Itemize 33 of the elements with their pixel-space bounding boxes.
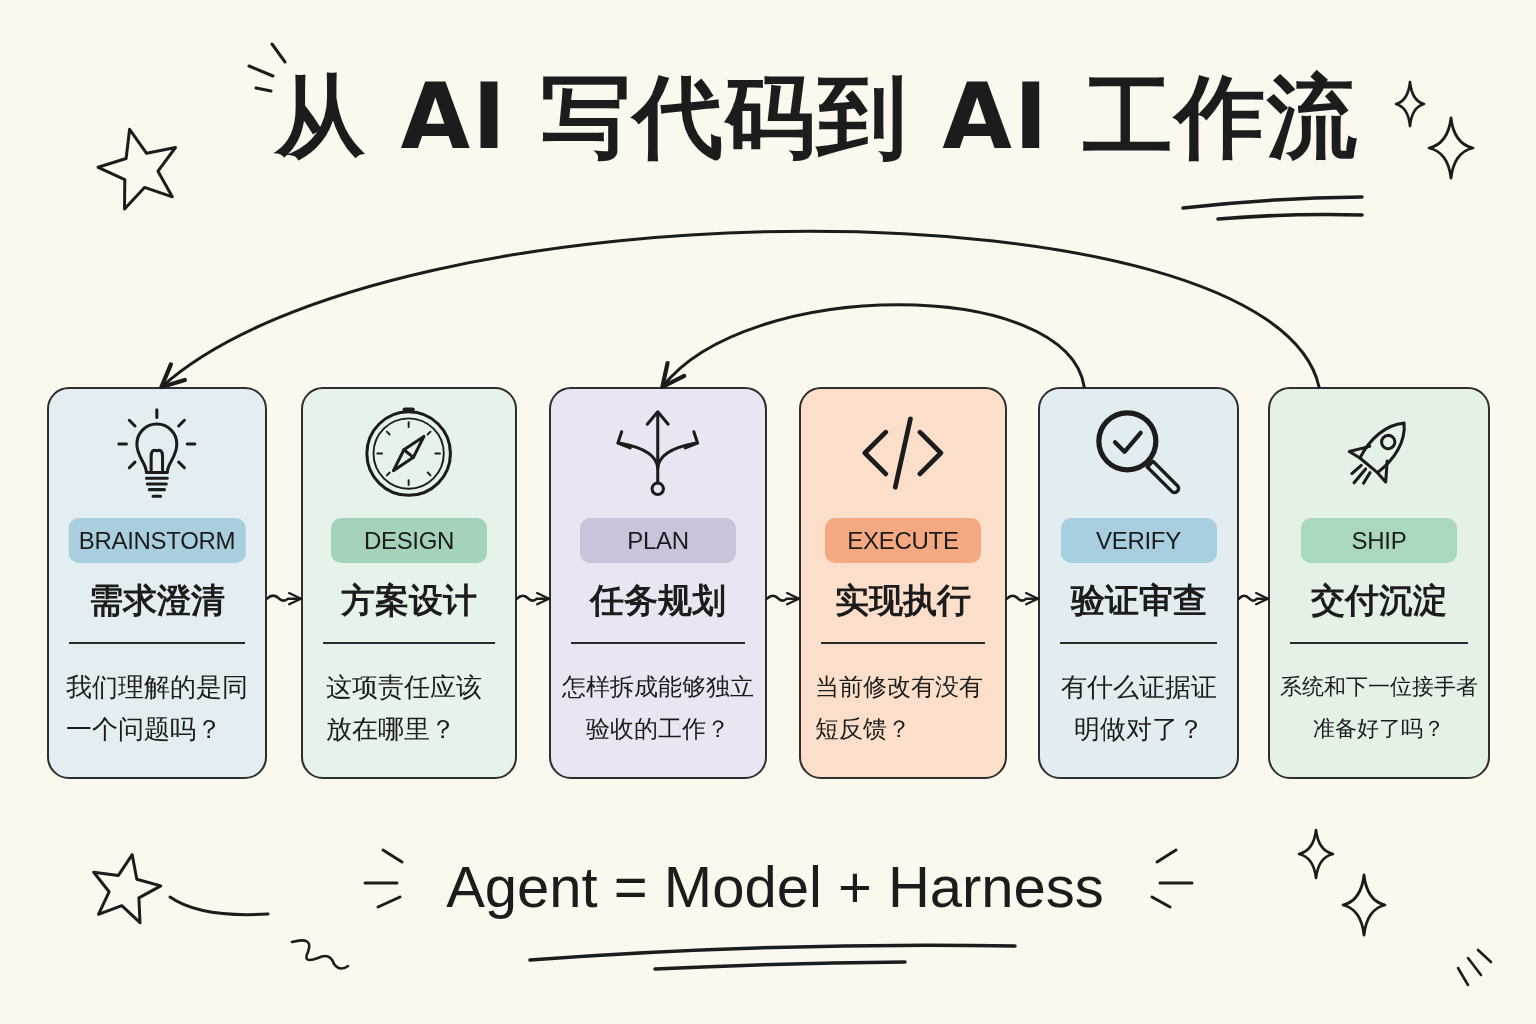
question-text: 我们理解的是同一个问题吗？ [66, 671, 248, 746]
stage-name: 交付沉淀 [1311, 579, 1447, 622]
highlight-label: SHIP [1301, 518, 1457, 563]
stage-name: 方案设计 [341, 579, 477, 622]
highlight-label: VERIFY [1060, 518, 1217, 563]
highlight-label: DESIGN [331, 518, 487, 563]
question-text: 这项责任应该放在哪里？ [326, 671, 484, 746]
highlight-label: BRAINSTORM [68, 518, 246, 563]
stage-card [1038, 387, 1239, 779]
title: 从 AI 写代码到 AI 工作流 [275, 63, 1359, 171]
arrow [1005, 591, 1040, 606]
arrow [765, 591, 801, 606]
stage-name: 实现执行 [835, 579, 971, 622]
question-text: 怎样拆成能够独立验收的工作？ [561, 672, 755, 745]
arrow [159, 229, 1321, 390]
stage-card [301, 387, 517, 779]
stage-card [549, 387, 767, 779]
question-text: 有什么证据证明做对了？ [1059, 671, 1218, 746]
question-text: 系统和下一位接手者准备好了吗？ [1279, 673, 1479, 743]
question-text: 当前修改有没有短反馈？ [814, 672, 984, 745]
arrow [265, 591, 303, 606]
equation-text: Agent = Model + Harness [446, 853, 1104, 921]
stage-card [799, 387, 1007, 779]
highlight-label: PLAN [580, 518, 736, 563]
highlight-label: EXECUTE [825, 518, 981, 563]
stage-card [1268, 387, 1490, 779]
stage-name: 需求澄清 [89, 579, 225, 622]
stage-card [47, 387, 267, 779]
arrow [1237, 591, 1270, 606]
arrow [660, 303, 1086, 390]
stage-name: 验证审查 [1070, 579, 1207, 622]
stage-name: 任务规划 [590, 579, 726, 622]
arrow [515, 591, 551, 606]
